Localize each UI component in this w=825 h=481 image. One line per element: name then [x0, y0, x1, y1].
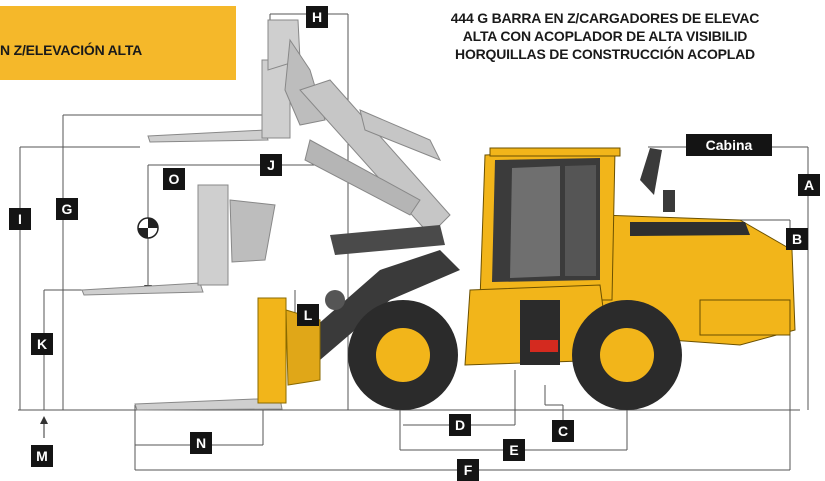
title-line-2: ALTA CON ACOPLADOR DE ALTA VISIBILID [462, 28, 748, 44]
label-m: M [31, 445, 53, 467]
label-i: I [9, 208, 31, 230]
lowered-fork-carriage [134, 297, 321, 411]
label-l: L [297, 304, 319, 326]
label-e: E [503, 439, 525, 461]
label-g: G [56, 198, 78, 220]
label-k: K [31, 333, 53, 355]
rear-wheel [572, 300, 682, 410]
label-j: J [260, 154, 282, 176]
title-line-1: 444 G BARRA EN Z/CARGADORES DE ELEVAC [450, 10, 760, 26]
label-f: F [457, 459, 479, 481]
label-d: D [449, 414, 471, 436]
lowered-boom [300, 225, 460, 360]
banner-text: N Z/ELEVACIÓN ALTA [0, 42, 143, 58]
label-o: O [163, 168, 185, 190]
label-cabina: Cabina [686, 134, 772, 156]
arrow-up-icon [40, 416, 48, 438]
raised-boom [299, 79, 451, 236]
label-n: N [190, 432, 212, 454]
title-line-3: HORQUILLAS DE CONSTRUCCIÓN ACOPLAD [455, 46, 755, 62]
front-wheel [348, 300, 458, 410]
raised-fork-carriage-high [147, 19, 326, 143]
label-a: A [798, 174, 820, 196]
center-of-gravity-icon [137, 217, 159, 239]
raised-fork-carriage-mid [81, 184, 276, 296]
label-c: C [552, 420, 574, 442]
banner: N Z/ELEVACIÓN ALTA [0, 6, 236, 80]
label-b: B [786, 228, 808, 250]
label-h: H [306, 6, 328, 28]
